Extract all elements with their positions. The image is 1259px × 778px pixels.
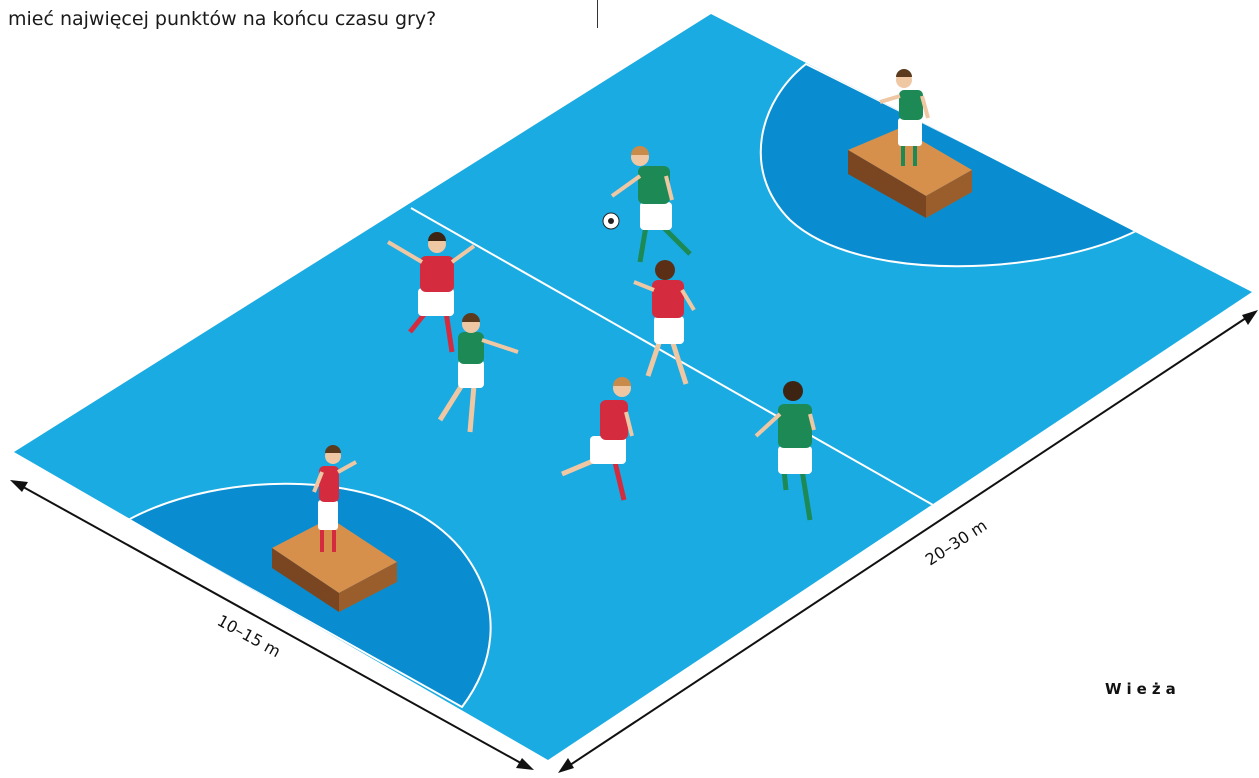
length-dimension-label: 20–30 m xyxy=(922,516,991,570)
figure-title: Wieża xyxy=(1105,680,1181,698)
court-floor xyxy=(14,14,1252,760)
width-dimension-label: 10–15 m xyxy=(214,611,284,661)
soccer-ball-icon xyxy=(603,213,619,229)
